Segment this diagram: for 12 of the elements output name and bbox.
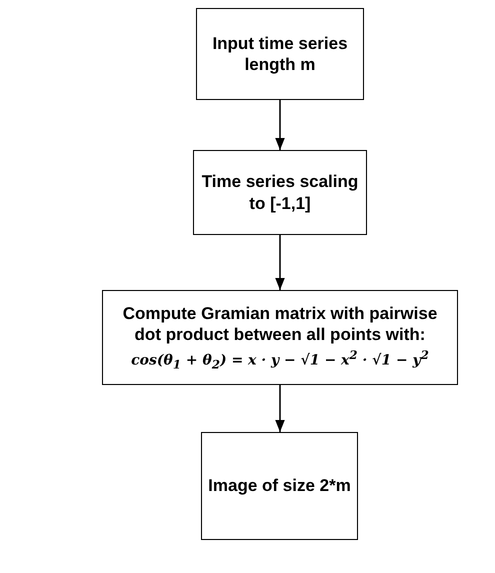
box-text: Image of size 2*m bbox=[208, 475, 351, 497]
box-text: Time series scaling to [-1,1] bbox=[200, 171, 360, 214]
process-box bbox=[193, 150, 367, 235]
formula-text: cos(θ$_{1}$ + θ$_{2}$) = x · y − √1 − x$^{2}$ · √1 − y$^{2}$ bbox=[131, 348, 429, 372]
box-text: Compute Gramian matrix with pairwise dot product between all points with: bbox=[122, 303, 438, 346]
process-box bbox=[196, 8, 364, 100]
process-box bbox=[201, 432, 358, 540]
arrow bbox=[275, 100, 285, 150]
box-text: Input time series length m bbox=[211, 32, 349, 76]
arrow bbox=[275, 385, 285, 432]
process-box bbox=[102, 290, 458, 385]
arrow bbox=[275, 235, 285, 290]
